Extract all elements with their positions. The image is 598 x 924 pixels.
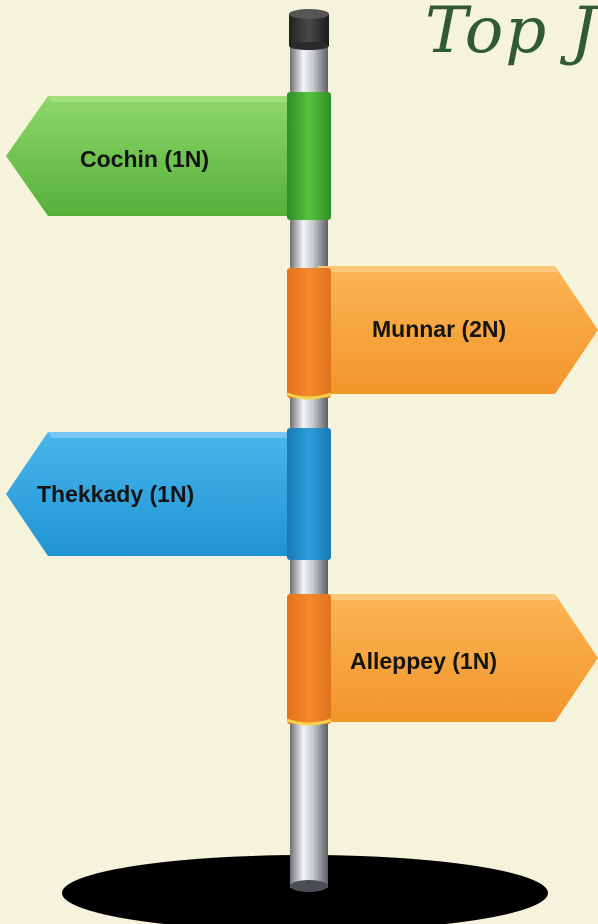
sign-thekkady-band — [287, 428, 331, 560]
sign-munnar-label: Munnar (2N) — [372, 316, 507, 342]
sign-alleppey-label: Alleppey (1N) — [350, 648, 497, 674]
sign-alleppey — [286, 594, 598, 726]
page-heading: Top J — [425, 0, 598, 68]
sign-alleppey-band — [287, 594, 331, 724]
sign-munnar-band — [287, 268, 331, 398]
pole-cap — [289, 9, 329, 50]
sign-cochin-label: Cochin (1N) — [80, 146, 210, 172]
sign-thekkady — [6, 428, 331, 560]
sign-cochin-band — [287, 92, 331, 220]
sign-munnar — [286, 266, 598, 400]
sign-cochin — [6, 92, 331, 220]
sign-thekkady-label: Thekkady (1N) — [37, 481, 195, 507]
